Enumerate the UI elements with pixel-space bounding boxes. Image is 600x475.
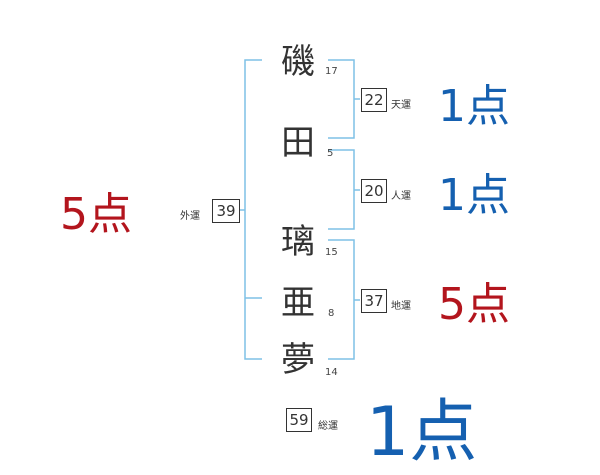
outer-bracket [244,59,262,360]
so-score: 1点 [366,393,478,472]
name-char-4: 亜 [281,283,315,323]
stroke-count-1: 17 [325,66,338,77]
stroke-count-2: 5 [327,148,334,159]
so-label: 総運 [318,421,338,432]
jin-score: 1点 [438,170,510,221]
name-char-3: 璃 [281,222,315,262]
name-char-2: 田 [281,123,315,163]
chi-label: 地運 [391,301,411,312]
name-char-5: 夢 [281,340,315,380]
gai-value-box: 39 [212,199,240,223]
stroke-count-3: 15 [325,247,338,258]
jin-bracket [328,149,355,230]
ten-label: 天運 [391,100,411,111]
stroke-count-5: 14 [325,367,338,378]
chi-score: 5点 [438,279,510,330]
jin-label: 人運 [391,191,411,202]
ten-value-box: 22 [361,88,387,112]
jin-value-box: 20 [361,179,387,203]
name-char-1: 磯 [281,42,315,82]
gai-score: 5点 [60,189,132,240]
so-value-box: 59 [286,408,312,432]
chi-value-box: 37 [361,289,387,313]
ten-score: 1点 [438,81,510,132]
stroke-count-4: 8 [328,308,335,319]
gai-label: 外運 [180,211,200,222]
